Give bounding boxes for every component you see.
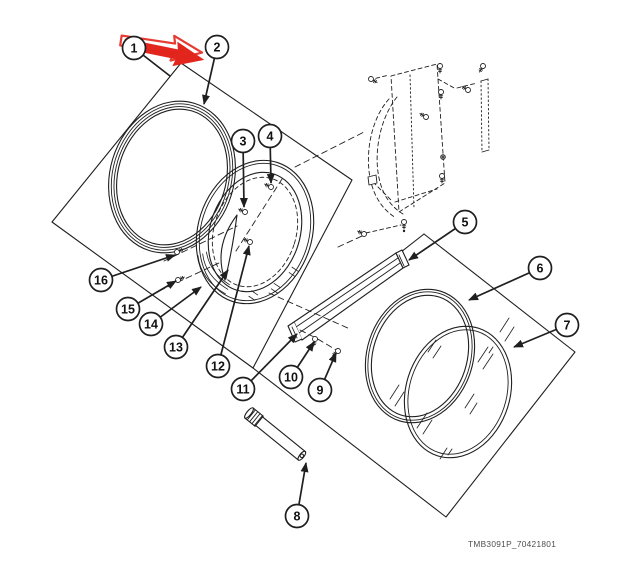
hinge-pin (244, 407, 307, 461)
door-glass-lens (389, 317, 515, 460)
callout-4-number: 4 (267, 129, 274, 143)
callout-16-balloon (88, 267, 114, 293)
callout-12-number: 12 (211, 359, 225, 373)
hinge-hardware (356, 62, 487, 238)
hinge-dashed-connectors (365, 74, 478, 234)
callout-5: 5 (408, 209, 478, 261)
callout-1-balloon (121, 35, 147, 61)
callout-12-balloon (205, 353, 231, 379)
callout-11: 11 (230, 333, 298, 402)
callout-3-balloon (230, 128, 256, 154)
callout-6: 6 (468, 255, 553, 301)
callout-15-number: 15 (121, 302, 135, 316)
callout-5-number: 5 (462, 215, 469, 229)
callout-4-balloon (257, 123, 283, 149)
glass-retaining-ring (364, 288, 476, 424)
callout-3-number: 3 (240, 134, 247, 148)
ring-shading-arcs (197, 251, 230, 295)
door-trim-strip (287, 249, 410, 343)
callout-5-balloon (452, 209, 478, 235)
callout-9-number: 9 (317, 383, 324, 397)
callout-6-leader-line (468, 267, 541, 301)
callout-16-number: 16 (94, 273, 108, 287)
callout-8: 8 (284, 462, 310, 529)
callout-13-leader-line (175, 269, 229, 348)
callout-14: 14 (138, 286, 202, 337)
callout-7-number: 7 (564, 318, 571, 332)
callout-9: 9 (307, 352, 337, 403)
callout-4: 4 (257, 123, 283, 184)
callout-11-number: 11 (236, 382, 249, 396)
callout-10: 10 (278, 341, 315, 390)
callout-16-leader-line (100, 254, 176, 281)
callout-3: 3 (230, 128, 256, 208)
callout-6-number: 6 (537, 261, 544, 275)
hidden-edge-ellipse (211, 176, 299, 288)
callout-16: 16 (88, 254, 176, 293)
callout-10-number: 10 (284, 370, 298, 384)
callout-12-leader-line (217, 245, 251, 367)
callout-1: 1 (121, 35, 171, 77)
hinge-bracket-ghost-assembly (356, 62, 490, 238)
callout-9-balloon (307, 377, 333, 403)
callout-2: 2 (202, 34, 230, 105)
callout-6-balloon (527, 255, 553, 281)
callout-2-number: 2 (214, 40, 221, 54)
callout-13: 13 (163, 269, 229, 360)
callout-13-number: 13 (169, 340, 183, 354)
callout-14-number: 14 (144, 317, 158, 331)
callout-8-number: 8 (294, 509, 301, 523)
callout-11-leader-line (242, 333, 298, 390)
callout-7-balloon (554, 312, 580, 338)
hinge-shield-crescent (220, 214, 238, 281)
callout-13-balloon (163, 334, 189, 360)
callout-15-balloon (115, 296, 141, 322)
glass-reflection-hatching (389, 317, 515, 460)
callout-1-number: 1 (131, 41, 138, 55)
callout-7: 7 (513, 312, 580, 348)
callout-14-balloon (138, 311, 164, 337)
callout-15: 15 (115, 280, 177, 322)
ring-tick-marks (248, 266, 299, 301)
callout-12: 12 (205, 245, 251, 379)
callout-2-balloon (204, 34, 230, 60)
callout-10-balloon (278, 364, 304, 390)
callout-11-balloon (230, 376, 256, 402)
callout-8-balloon (284, 503, 310, 529)
diagram-code-label: TMB3091P_70421801 (468, 539, 556, 549)
